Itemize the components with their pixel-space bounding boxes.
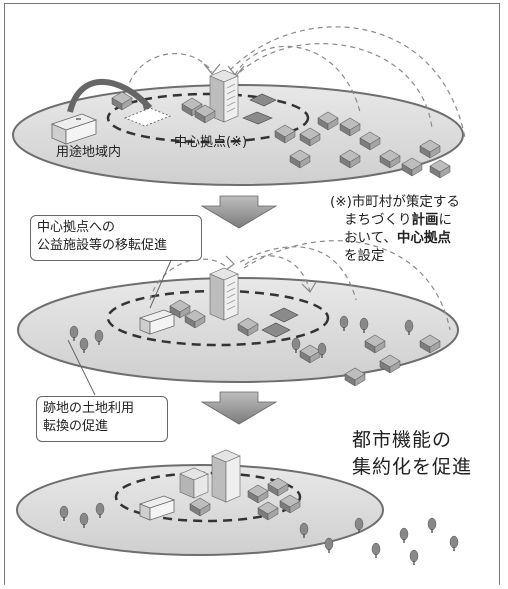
stage1-tall-building-icon	[209, 69, 239, 123]
stage3-inner-ring	[114, 471, 302, 523]
stage3-tall-building-icon	[211, 449, 241, 503]
callout-box-land-use: 跡地の土地利用 転換の促進	[36, 396, 168, 442]
stage1-plaza-1	[249, 93, 277, 107]
callout-relocation-line-2: 公益施設等の移転促進	[37, 238, 168, 253]
footnote-text: に	[438, 212, 453, 228]
conclusion-line-1: 都市機能の	[352, 429, 453, 451]
footnote-text: おいて、	[344, 230, 397, 246]
conclusion-line-2: 集約化を促進	[352, 456, 473, 478]
stage1-solid-arrow	[67, 78, 153, 113]
callout-box-relocation: 中心拠点への 公益施設等の移転促進	[30, 215, 202, 261]
stage2-plaza-1	[269, 307, 299, 323]
down-arrow-2	[200, 391, 278, 425]
footnote-line-1: (※)市町村が策定する	[330, 194, 460, 210]
footnote-line-2: まちづくり計画に	[344, 211, 452, 229]
stage1-hospital-icon	[50, 113, 98, 145]
callout-land-use-line-2: 転換の促進	[43, 419, 109, 434]
stage3-office-building-icon	[179, 467, 209, 499]
stage2-city	[17, 240, 459, 387]
callout-relocation-line-1: 中心拠点への	[37, 220, 116, 235]
stage1-vacant-lot	[123, 107, 172, 127]
stage2-hospital-icon	[138, 309, 176, 335]
footnote-line-4: を設定	[344, 248, 385, 264]
stage3-city	[16, 449, 459, 566]
tree-icon	[371, 542, 381, 559]
stage1-city	[12, 26, 466, 186]
down-arrow-1	[200, 195, 278, 229]
label-chushin-kyoten: 中心拠点(※)	[174, 135, 248, 150]
callout-line-move	[149, 257, 173, 309]
tree-icon	[449, 535, 459, 552]
stage1-plaza-2	[242, 111, 273, 125]
tree-icon	[409, 549, 419, 566]
stage1-inner-ring	[106, 92, 310, 144]
callout-line-reuse	[67, 339, 96, 396]
footnote-text: まちづくり	[344, 212, 412, 228]
callout-land-use-line-1: 跡地の土地利用	[43, 401, 135, 416]
figure-frame	[4, 3, 500, 585]
tree-icon	[427, 517, 437, 534]
stage2-plaza-2	[261, 322, 291, 338]
footnote-line-3: おいて、中心拠点	[344, 229, 451, 247]
stage2-dashed-arrows	[149, 240, 451, 331]
stage1-dashed-arrows	[124, 26, 466, 139]
stage1-arrowhead	[203, 63, 221, 75]
footnote-bold-text: 中心拠点	[396, 230, 451, 246]
house-icon	[429, 159, 451, 179]
tree-icon	[324, 537, 334, 554]
footnote-bold-text: 計画	[411, 212, 439, 228]
stage2-arrowhead	[225, 255, 235, 271]
tree-icon	[399, 527, 409, 544]
stage2-tall-building-icon	[209, 267, 239, 321]
stage2-arrowhead-2	[301, 281, 317, 293]
label-youto-chiiki: 用途地域内	[56, 145, 122, 160]
stage3-hospital-icon	[138, 495, 176, 521]
